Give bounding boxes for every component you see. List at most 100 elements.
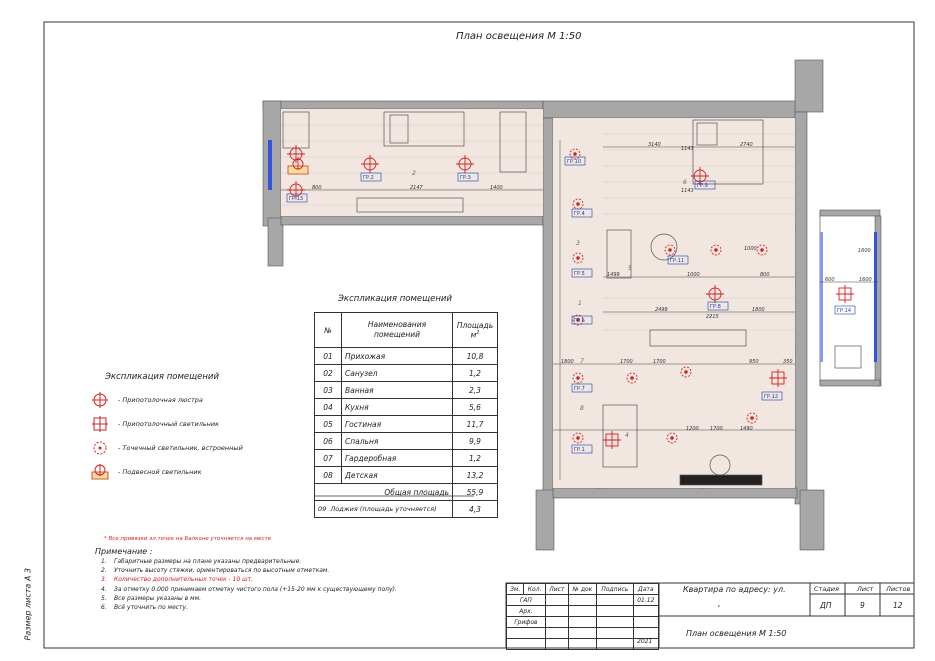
room-name: Прихожая bbox=[341, 347, 453, 365]
note-text: Количество дополнительных точек - 10 шт. bbox=[114, 576, 253, 584]
plan-title: План освещения М 1:50 bbox=[456, 31, 582, 42]
note-text: За отметку 0.000 принимаем отметку чисто… bbox=[114, 585, 397, 593]
col-name-header: Наименования помещений bbox=[341, 312, 453, 348]
group-tag-label: ГР.5 bbox=[574, 271, 585, 277]
note-num: 2. bbox=[101, 567, 107, 575]
dimension-label: 2147 bbox=[410, 185, 424, 191]
room-area: 13,2 bbox=[452, 466, 498, 484]
room-name: Ванная bbox=[341, 381, 453, 399]
dimension-label: 1800 bbox=[752, 307, 765, 313]
dimension-label: 1490 bbox=[740, 426, 753, 432]
legend-item-label: - Подвесной светильник bbox=[118, 468, 202, 476]
stamp-address-sub: , bbox=[718, 599, 721, 608]
note-num: 6. bbox=[101, 604, 107, 612]
room-area: 10,8 bbox=[452, 347, 498, 365]
note-text: Всё уточнить по месту. bbox=[114, 604, 189, 612]
room-area: 5,6 bbox=[452, 398, 498, 416]
group-tag: ГР.6 bbox=[571, 315, 593, 325]
spot-light-icon bbox=[666, 432, 678, 444]
group-tag: ГР.10 bbox=[564, 156, 586, 166]
dimension-label: 1143 bbox=[681, 146, 694, 152]
room-name: Гардеробная bbox=[341, 449, 453, 467]
dimension-label: 2740 bbox=[740, 142, 753, 148]
room-number: 3 bbox=[576, 240, 580, 247]
stamp-stage-label: Стадия bbox=[814, 585, 839, 593]
sheet-size-label: Размер листа А 3 bbox=[23, 568, 33, 641]
room-name: Детская bbox=[341, 466, 453, 484]
note-item: 4. За отметку 0.000 принимаем отметку чис… bbox=[101, 585, 397, 594]
legend-title: Экспликация помещений bbox=[105, 372, 219, 382]
note-item: 6. Всё уточнить по месту. bbox=[101, 603, 397, 612]
spot-light-icon bbox=[680, 366, 692, 378]
stamp-sheets-label: Листов bbox=[886, 585, 911, 593]
ceiling-light-icon bbox=[769, 369, 787, 387]
ceiling-chandelier-icon bbox=[287, 145, 305, 163]
spot-light-icon bbox=[572, 314, 584, 326]
room-area: 1,2 bbox=[452, 449, 498, 467]
dimension-label: 1000 bbox=[687, 272, 700, 278]
spot-light-icon bbox=[572, 252, 584, 264]
lighting-fixtures bbox=[287, 145, 854, 449]
group-tag-label: ГР.7 bbox=[574, 386, 585, 392]
dimension-label: 1200 bbox=[686, 426, 699, 432]
group-tag: ГР.9 bbox=[694, 180, 716, 190]
legend-item-label: - Припотолочная люстра bbox=[118, 396, 203, 404]
ceiling-light-icon bbox=[603, 431, 621, 449]
group-tag: ГР.8 bbox=[707, 301, 729, 311]
group-tag: ГР.1 bbox=[571, 444, 593, 454]
room-name: Кухня bbox=[341, 398, 453, 416]
dimension-label: 3140 bbox=[648, 142, 661, 148]
group-tag-label: ГР.10 bbox=[567, 159, 581, 165]
room-num: 02 bbox=[314, 364, 342, 382]
stamp-header-cell: Подпись bbox=[596, 583, 634, 595]
dimension-label: 2499 bbox=[655, 307, 668, 313]
stamp-sheets-total: 12 bbox=[893, 601, 903, 610]
stamp-date: 01.12 bbox=[632, 594, 660, 606]
ceiling-chandelier-icon bbox=[92, 392, 108, 408]
stamp-date bbox=[632, 616, 660, 628]
col-num-header: № bbox=[314, 312, 342, 348]
note-text: Уточнить высоту стяжки, ориентироваться … bbox=[114, 567, 330, 575]
notes-title: Примечание : bbox=[95, 547, 153, 556]
group-tag: ГР.5 bbox=[571, 268, 593, 278]
sheet-frame bbox=[43, 21, 915, 649]
stamp-header-cell: Дата bbox=[632, 583, 660, 595]
group-tag-label: ГР.14 bbox=[837, 308, 851, 314]
stamp-sheet-no: 9 bbox=[860, 601, 865, 610]
total-area-label: Общая площадь bbox=[314, 483, 453, 501]
loggia-area: 4,3 bbox=[452, 500, 498, 518]
room-num: 06 bbox=[314, 432, 342, 450]
group-tag-label: ГР.11 bbox=[670, 258, 684, 264]
note-num: 3. bbox=[101, 576, 107, 584]
dimension-label: 1700 bbox=[653, 359, 666, 365]
room-number: 2 bbox=[412, 170, 416, 177]
dimension-label: 2215 bbox=[706, 314, 719, 320]
stamp-role: Арх. bbox=[506, 605, 546, 617]
dimension-label: 1000 bbox=[744, 246, 757, 252]
ceiling-light-icon bbox=[836, 285, 854, 303]
spot-light-icon bbox=[746, 412, 758, 424]
group-tag: ГР.3 bbox=[457, 172, 479, 182]
spot-light-icon bbox=[572, 432, 584, 444]
balcony-note: * Все привязки эл.точек на Балконе уточн… bbox=[104, 536, 272, 542]
notes-list: 1.Габаритные размеры на плане указаны пр… bbox=[101, 557, 397, 612]
total-area-value: 55,9 bbox=[452, 483, 498, 501]
spot-light-icon bbox=[664, 244, 676, 256]
note-text: Габаритные размеры на плане указаны пред… bbox=[114, 558, 302, 565]
note-num: 4. bbox=[101, 585, 107, 593]
group-tag-label: ГР.12 bbox=[764, 394, 778, 400]
note-item: 1.Габаритные размеры на плане указаны пр… bbox=[101, 557, 397, 566]
group-tag: ГР.11 bbox=[667, 255, 689, 265]
dimension-label: 1700 bbox=[620, 359, 633, 365]
